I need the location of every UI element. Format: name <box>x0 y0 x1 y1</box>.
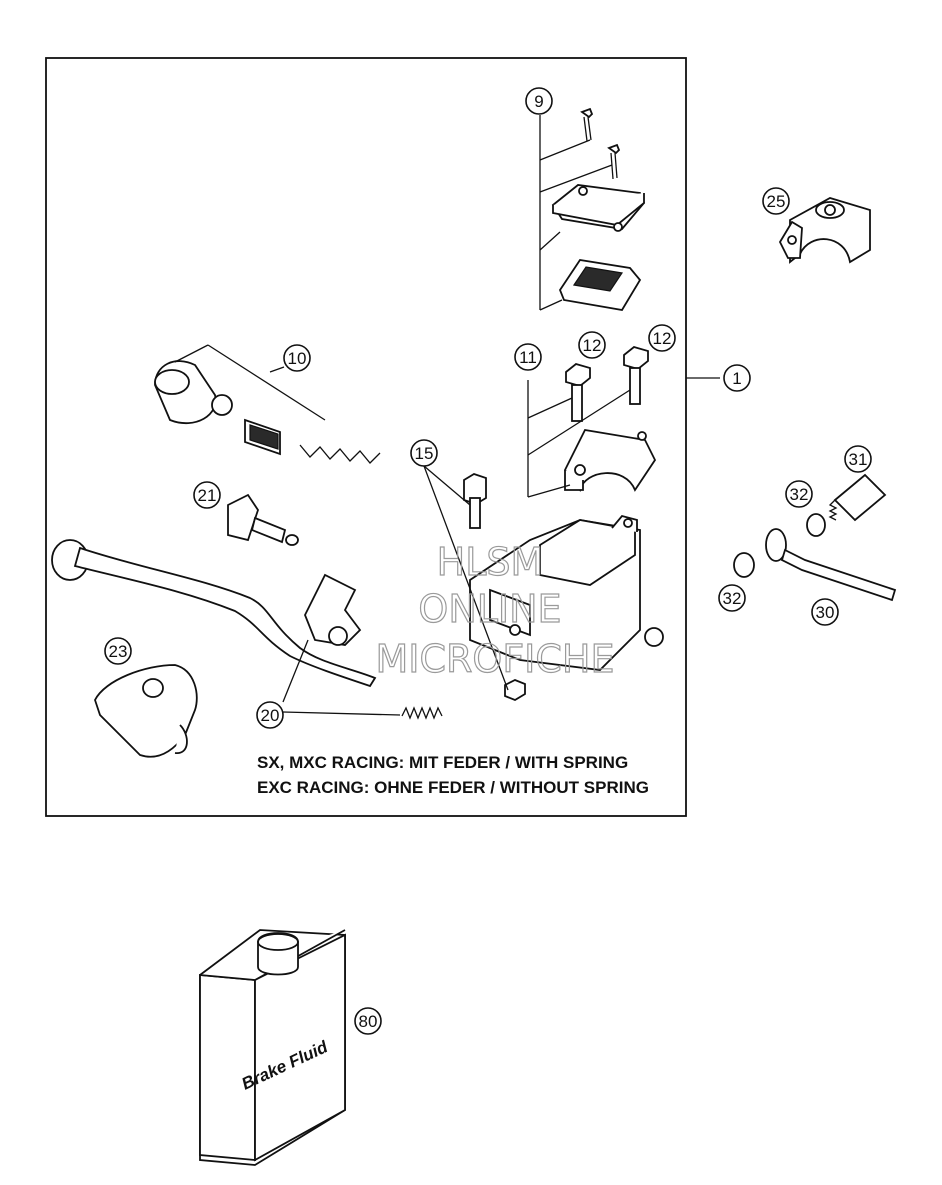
lever-guard-23 <box>94 664 198 758</box>
callout-31: 31 <box>844 445 872 473</box>
callout-1: 1 <box>723 364 751 392</box>
svg-text:23: 23 <box>109 642 128 661</box>
reservoir-cover-group <box>539 107 646 311</box>
svg-text:12: 12 <box>653 329 672 348</box>
svg-text:10: 10 <box>288 349 307 368</box>
svg-text:30: 30 <box>816 603 835 622</box>
svg-text:80: 80 <box>359 1012 378 1031</box>
brake-hose-group <box>733 473 897 602</box>
callout-11: 11 <box>514 343 542 371</box>
svg-text:1: 1 <box>732 369 741 388</box>
note-line-2: EXC RACING: OHNE FEDER / WITHOUT SPRING <box>257 778 649 797</box>
callout-12b: 12 <box>648 324 676 352</box>
note-line-1: SX, MXC RACING: MIT FEDER / WITH SPRING <box>257 753 628 772</box>
svg-text:20: 20 <box>261 706 280 725</box>
svg-text:32: 32 <box>790 485 809 504</box>
svg-text:32: 32 <box>723 589 742 608</box>
svg-text:25: 25 <box>767 192 786 211</box>
callout-30: 30 <box>811 598 839 626</box>
clamp-bolts-group <box>527 346 720 498</box>
piston-kit-10 <box>154 344 381 464</box>
svg-text:21: 21 <box>198 486 217 505</box>
assembly-frame <box>45 57 687 817</box>
watermark-line-2: ONLINE <box>418 587 561 631</box>
svg-text:12: 12 <box>583 336 602 355</box>
master-cylinder-body <box>469 514 664 671</box>
callout-9: 9 <box>525 87 553 115</box>
handlebar-clamp-25 <box>778 197 871 264</box>
callout-12a: 12 <box>578 331 606 359</box>
callout-32b: 32 <box>718 584 746 612</box>
svg-text:15: 15 <box>415 444 434 463</box>
svg-text:31: 31 <box>849 450 868 469</box>
svg-text:9: 9 <box>534 92 543 111</box>
callout-25: 25 <box>762 187 790 215</box>
callout-10: 10 <box>283 344 311 372</box>
callout-80: 80 <box>354 1007 382 1035</box>
callout-15: 15 <box>410 439 438 467</box>
pivot-bolt-15 <box>423 465 526 702</box>
lever-spring <box>401 706 443 720</box>
callout-21: 21 <box>193 481 221 509</box>
callout-32a: 32 <box>785 480 813 508</box>
callout-23: 23 <box>104 637 132 665</box>
brake-lever-20 <box>51 539 401 716</box>
callout-20: 20 <box>256 701 284 729</box>
watermark-line-3: MICROFICHE <box>375 637 614 681</box>
svg-text:11: 11 <box>519 348 537 367</box>
watermark: HLSM ONLINE MICROFICHE <box>375 539 615 681</box>
brake-fluid-container: Brake Fluid <box>199 929 346 1166</box>
watermark-line-1: HLSM <box>437 540 544 584</box>
adjuster-21 <box>227 493 299 546</box>
